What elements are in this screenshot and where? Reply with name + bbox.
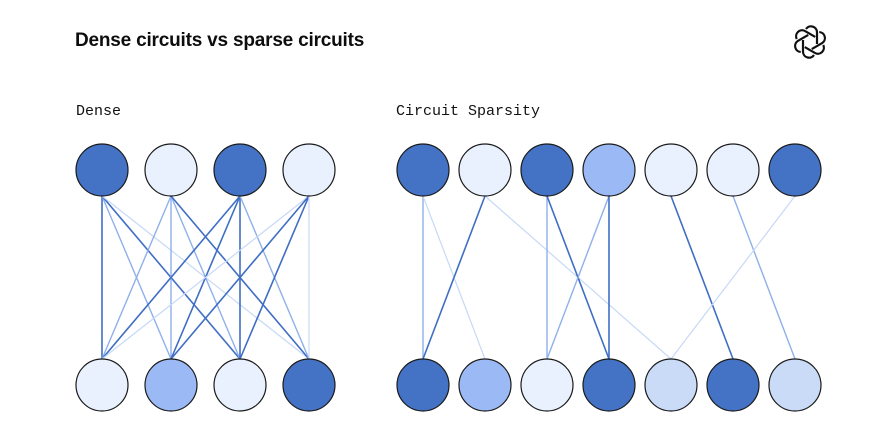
- dense-bottom-node-2: [213, 358, 267, 412]
- dense-edge-3-to-2: [239, 195, 310, 360]
- sparse-top-node-5: [706, 143, 760, 197]
- sparse-edge-4-to-5: [670, 195, 734, 360]
- sparse-top-node-0: [396, 143, 450, 197]
- sparse-panel-label: Circuit Sparsity: [396, 103, 541, 120]
- sparse-bottom-node-3: [582, 358, 636, 412]
- sparse-bottom-node-1: [458, 358, 512, 412]
- sparse-bottom-node-6: [768, 358, 822, 412]
- sparse-bottom-node-4: [644, 358, 698, 412]
- nodes-layer: [75, 143, 822, 412]
- sparse-edge-6-to-4: [670, 195, 796, 360]
- sparse-top-node-6: [768, 143, 822, 197]
- dense-top-node-1: [144, 143, 198, 197]
- sparse-top-node-3: [582, 143, 636, 197]
- sparse-bottom-node-5: [706, 358, 760, 412]
- dense-panel-label: Dense: [76, 103, 122, 120]
- dense-top-node-3: [282, 143, 336, 197]
- sparse-edge-3-to-2: [546, 195, 610, 360]
- sparse-top-node-2: [520, 143, 574, 197]
- sparse-top-node-1: [458, 143, 512, 197]
- dense-bottom-node-0: [75, 358, 129, 412]
- sparse-bottom-node-0: [396, 358, 450, 412]
- dense-edge-3-to-1: [170, 195, 310, 360]
- dense-edge-1-to-0: [101, 195, 172, 360]
- openai-logo-icon: [792, 24, 828, 60]
- dense-edge-2-to-0: [101, 195, 241, 360]
- edges-layer: [101, 195, 796, 360]
- sparse-edge-1-to-0: [422, 195, 486, 360]
- sparse-edge-5-to-6: [732, 195, 796, 360]
- dense-bottom-node-1: [144, 358, 198, 412]
- diagram-title: Dense circuits vs sparse circuits: [75, 30, 365, 51]
- sparse-top-node-4: [644, 143, 698, 197]
- sparse-bottom-node-2: [520, 358, 574, 412]
- dense-top-node-0: [75, 143, 129, 197]
- dense-bottom-node-3: [282, 358, 336, 412]
- dense-edge-3-to-0: [101, 195, 310, 360]
- dense-top-node-2: [213, 143, 267, 197]
